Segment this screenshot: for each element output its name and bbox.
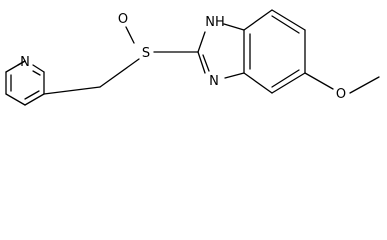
atom-label-methoxy-oxygen: O: [336, 87, 346, 102]
atom-label-imidazole-nh: NH: [205, 15, 225, 30]
atom-label-sulfinyl-oxygen: O: [118, 12, 128, 27]
benzene-ring: [243, 9, 306, 94]
pyridine-ring: [5, 60, 45, 106]
imidazole-ring: [197, 23, 245, 79]
atom-label-pyridine-n: N: [20, 55, 30, 70]
atom-label-sulfur: S: [142, 46, 150, 61]
methylene-sulfinyl-linker: [43, 26, 199, 95]
chemical-structure-diagram: N S O NH N O: [5, 9, 380, 106]
methoxy-group: [304, 72, 380, 94]
atom-label-imidazole-n: N: [209, 74, 219, 89]
